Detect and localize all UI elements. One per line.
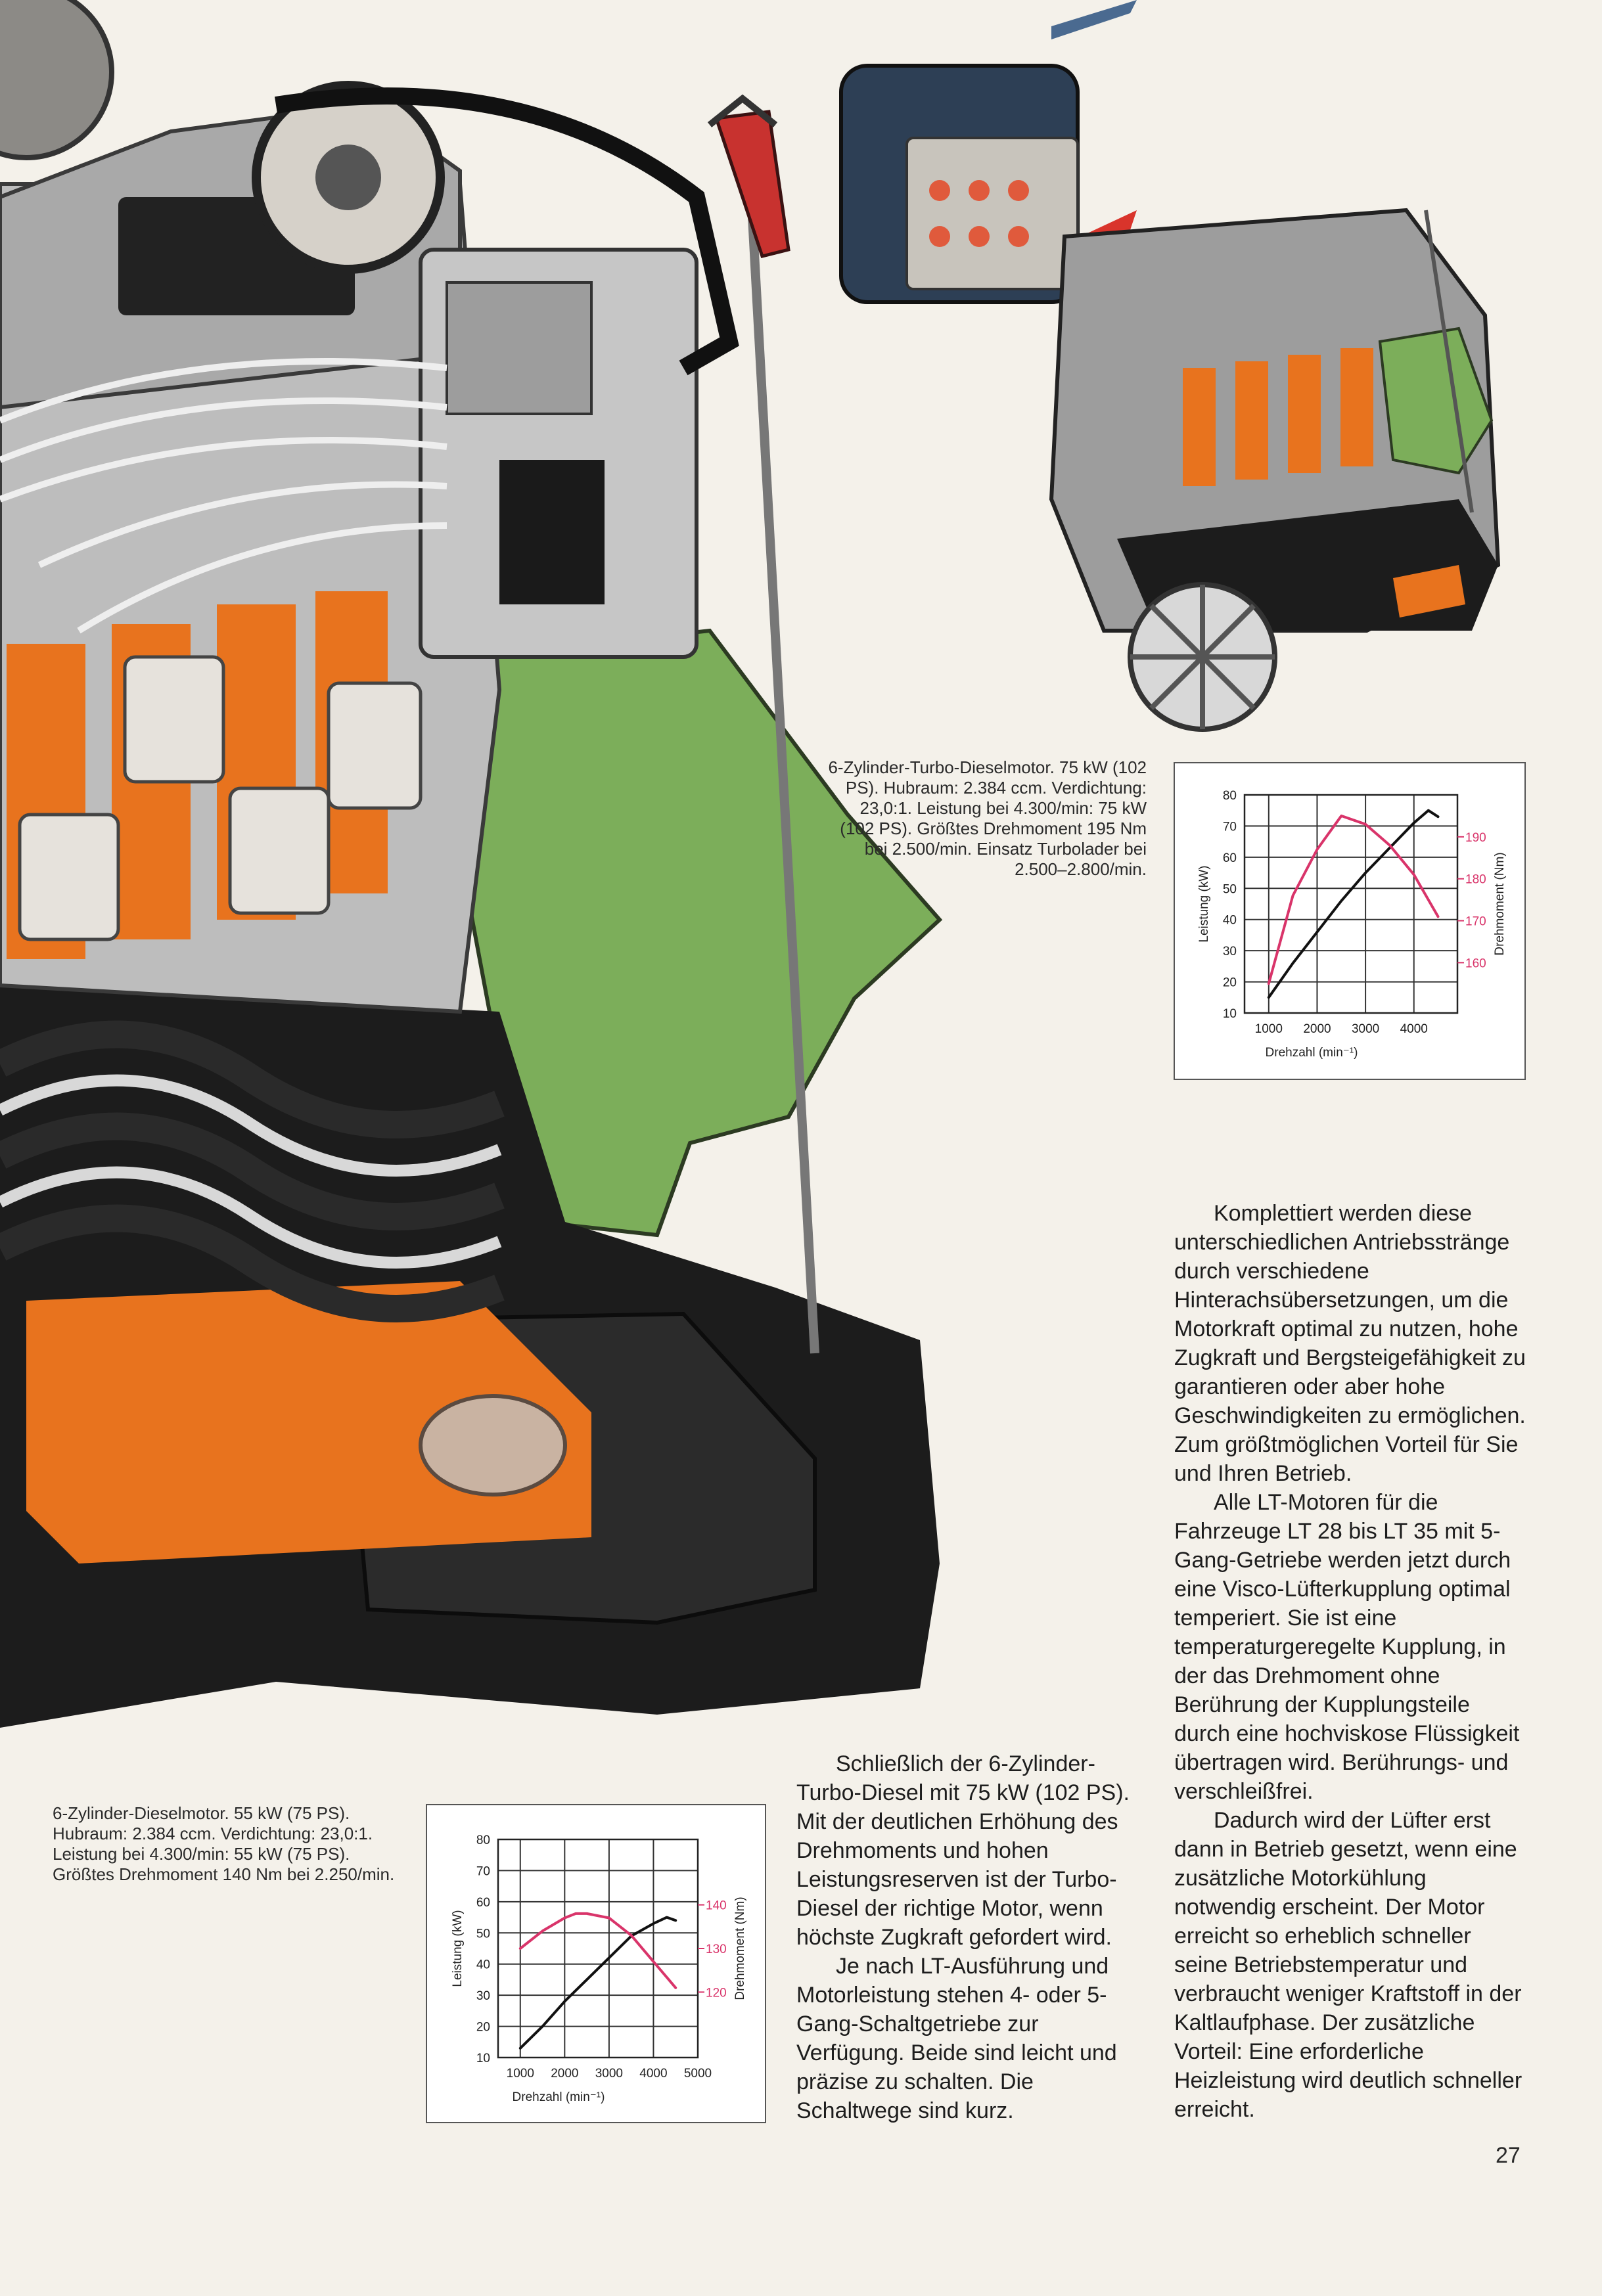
y2-tick-label: 180: [1465, 873, 1486, 887]
y2-axis-label: Drehmoment (Nm): [1493, 852, 1507, 955]
body-text-middle-column: Schließlich der 6-Zylinder-Turbo-Diesel …: [796, 1749, 1148, 2125]
page-number: 27: [1496, 2143, 1521, 2168]
y2-tick-label: 120: [706, 1986, 727, 2000]
chart-grid: [1245, 794, 1457, 1014]
x-tick-label: 2000: [551, 2067, 578, 2081]
cylinders: [7, 591, 423, 959]
y2-tick-label: 140: [706, 1899, 727, 1913]
y-tick-label: 80: [476, 1834, 490, 1847]
chart-turbo-svg: 10 20 30 40 50 60 70 80 1000 2000 3000 4000 190 180 17…: [1197, 789, 1507, 1060]
injector-lines: [0, 358, 447, 634]
paragraph: Alle LT-Motoren für die Fahrzeuge LT 28 …: [1174, 1490, 1520, 1804]
paragraph: Komplettiert werden diese unterschiedlic…: [1174, 1201, 1526, 1486]
torque-curve: [1267, 814, 1440, 985]
y-tick-label: 50: [1223, 882, 1237, 896]
plot-frame: [1243, 794, 1459, 1014]
x-tick-label: 2000: [1303, 1022, 1331, 1036]
turbo-dipstick: [1424, 210, 1474, 513]
y2-tick-label: 160: [1465, 957, 1486, 970]
paragraph: Je nach LT-Ausführung und Motorleistung …: [796, 1954, 1117, 2123]
y-tick-label: 70: [1223, 820, 1237, 834]
drive-belt: [274, 87, 739, 376]
body-text-right-column: Komplettiert werden diese unterschiedlic…: [1174, 1199, 1526, 2124]
x-tick-label: 3000: [1352, 1022, 1379, 1036]
y-tick-label: 70: [476, 1864, 490, 1878]
caption-diesel-text: 6-Zylinder-Dieselmotor. 55 kW (75 PS). H…: [53, 1803, 395, 1884]
paragraph: Dadurch wird der Lüfter erst dann in Bet…: [1174, 1808, 1522, 2122]
y2-axis-label: Drehmoment (Nm): [733, 1897, 747, 2000]
y2-tick-label: 170: [1465, 915, 1486, 929]
x-axis-label: Drehzahl (min⁻¹): [513, 2090, 605, 2104]
turbo-engine-illustration: [839, 0, 1501, 732]
y-tick-label: 10: [1223, 1007, 1237, 1021]
chart-diesel-engine: 10 20 30 40 50 60 70 80 1000 2000 3000 4000 5000 140 1…: [426, 1804, 766, 2123]
chart-turbo-engine: 10 20 30 40 50 60 70 80 1000 2000 3000 4000 190 180 17…: [1174, 762, 1526, 1080]
x-tick-label: 1000: [507, 2067, 534, 2081]
caption-turbo-engine: 6-Zylinder-Turbo-Dieselmotor. 75 kW (102…: [825, 757, 1147, 880]
y-tick-label: 10: [476, 2052, 490, 2065]
oil-pan-orange: [26, 1281, 591, 1564]
diesel-engine-cutaway-illustration: [0, 0, 943, 1728]
torque-curve: [518, 1912, 677, 1989]
power-curve: [518, 1916, 677, 2050]
y-tick-label: 20: [476, 2021, 490, 2035]
air-filter: [0, 0, 114, 160]
y-tick-label: 60: [1223, 851, 1237, 865]
oil-dipstick: [744, 157, 819, 1354]
dipstick-handle: [714, 110, 790, 258]
paragraph: Schließlich der 6-Zylinder-Turbo-Diesel …: [796, 1751, 1130, 1950]
y-tick-label: 80: [1223, 789, 1237, 803]
oil-filler-cap: [419, 1394, 567, 1497]
turbo-engine-cylinders: [1183, 348, 1373, 486]
y2-tick-label: 190: [1465, 831, 1486, 845]
caption-turbo-text: 6-Zylinder-Turbo-Dieselmotor. 75 kW (102…: [828, 757, 1147, 879]
y-tick-label: 50: [476, 1927, 490, 1941]
x-tick-label: 1000: [1255, 1022, 1283, 1036]
y-tick-label: 40: [476, 1958, 490, 1972]
x-tick-label: 4000: [639, 2067, 667, 2081]
y-tick-label: 60: [476, 1896, 490, 1910]
x-axis-label: Drehzahl (min⁻¹): [1266, 1046, 1358, 1060]
plot-frame: [497, 1838, 699, 2059]
x-tick-label: 3000: [595, 2067, 623, 2081]
y-tick-label: 30: [1223, 945, 1237, 958]
y-axis-label: Leistung (kW): [451, 1910, 465, 1987]
x-tick-label: 5000: [684, 2067, 712, 2081]
blue-arrow: [1051, 0, 1137, 39]
chart-diesel-svg: 10 20 30 40 50 60 70 80 1000 2000 3000 4000 5000 140 1…: [451, 1834, 747, 2104]
x-tick-label: 4000: [1400, 1022, 1428, 1036]
y-tick-label: 40: [1223, 914, 1237, 928]
caption-diesel-engine: 6-Zylinder-Dieselmotor. 55 kW (75 PS). H…: [53, 1803, 407, 1885]
crankshaft: [0, 1020, 505, 1322]
y-tick-label: 30: [476, 1989, 490, 2003]
y2-tick-label: 130: [706, 1943, 727, 1956]
y-tick-label: 20: [1223, 976, 1237, 990]
chart-grid: [498, 1839, 698, 2058]
power-curve: [1267, 809, 1440, 999]
y-axis-label: Leistung (kW): [1197, 865, 1211, 942]
